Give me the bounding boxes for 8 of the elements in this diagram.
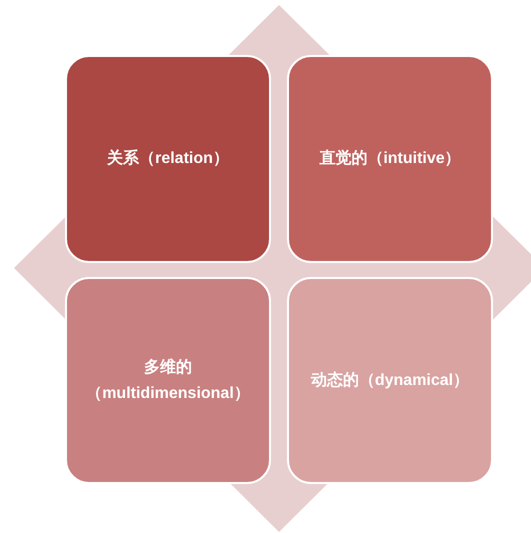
box-label: 直觉的（intuitive） <box>319 148 461 170</box>
rounded-box <box>65 277 271 484</box>
rounded-box <box>287 277 493 484</box>
rounded-box <box>65 55 271 263</box>
box-label: 动态的（dynamical） <box>310 370 470 391</box>
box-label: 关系（relation） <box>107 148 229 170</box>
box-label: 多维的（multidimensional） <box>85 357 251 404</box>
rounded-box <box>287 55 493 263</box>
